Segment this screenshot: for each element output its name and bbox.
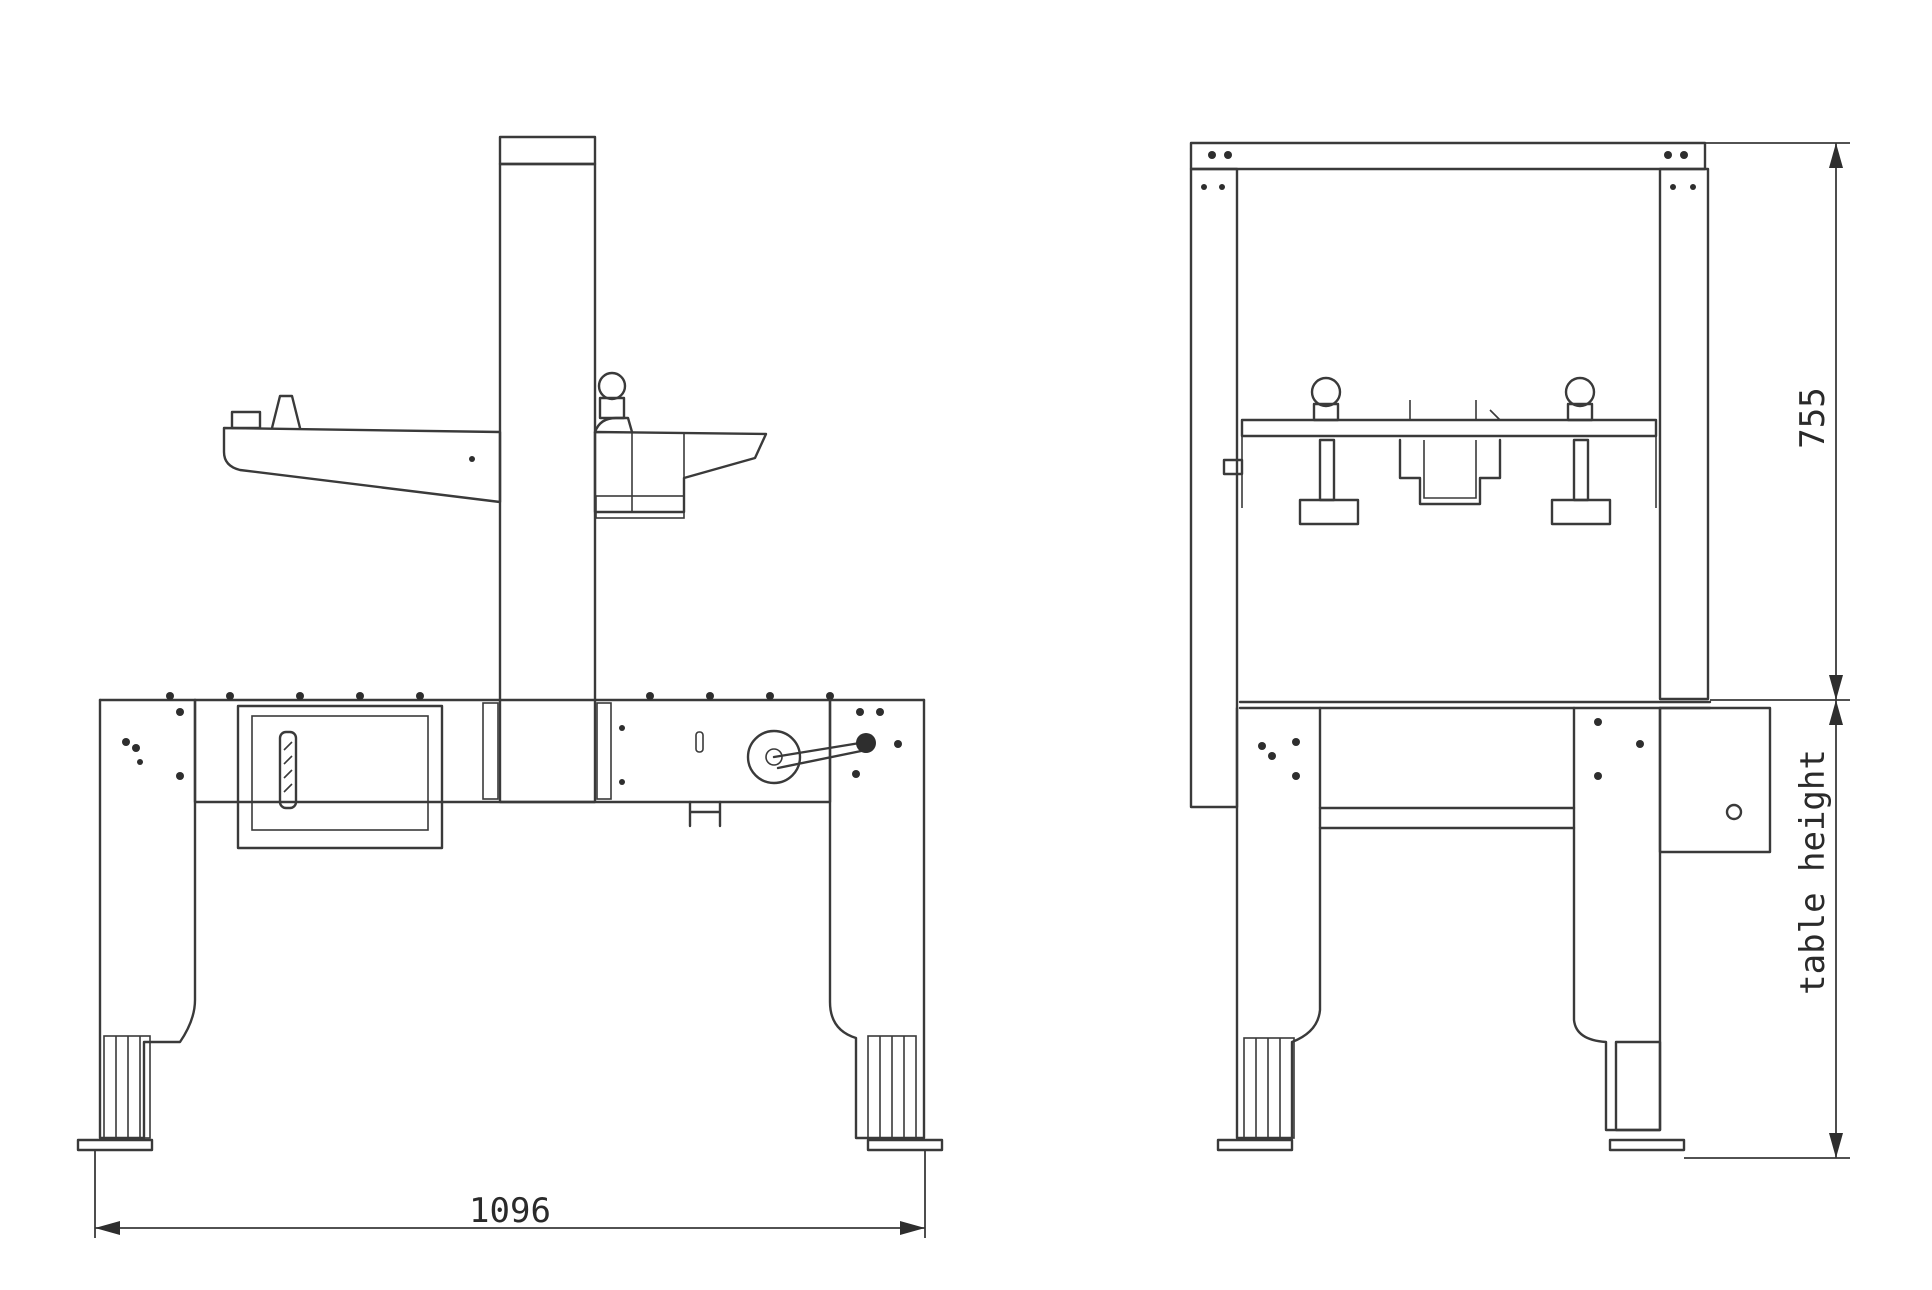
side-view xyxy=(1189,141,1772,1152)
width-dimension: 1096 xyxy=(94,1150,926,1238)
height-label: 755 xyxy=(1793,387,1833,448)
front-view xyxy=(76,135,944,1152)
height-dimension: 755 table height xyxy=(1684,142,1850,1159)
table-height-label: table height xyxy=(1793,749,1833,995)
width-label: 1096 xyxy=(469,1191,551,1231)
